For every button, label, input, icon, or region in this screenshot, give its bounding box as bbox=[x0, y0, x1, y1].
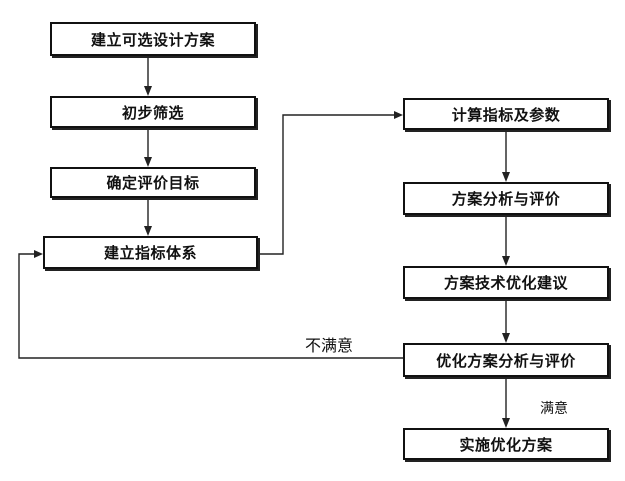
edge-n8-n4 bbox=[18, 253, 403, 359]
node-preliminary-screening: 初步筛选 bbox=[50, 96, 256, 128]
arrowhead-n5-n6 bbox=[502, 172, 510, 182]
edge-label-unsatisfied: 不满意 bbox=[305, 336, 354, 355]
node-calc-indicators: 计算指标及参数 bbox=[403, 98, 609, 130]
arrowhead-n3-n4 bbox=[144, 226, 152, 236]
node-build-design-options: 建立可选设计方案 bbox=[50, 22, 256, 56]
node-implement-optimized: 实施优化方案 bbox=[403, 428, 609, 460]
arrowhead-n6-n7 bbox=[502, 256, 510, 266]
node-define-evaluation-goal: 确定评价目标 bbox=[50, 167, 256, 198]
arrowhead-n2-n3 bbox=[144, 157, 152, 167]
arrowhead-n1-n2 bbox=[144, 86, 152, 96]
arrowhead-n8-n4 bbox=[34, 250, 43, 258]
arrowhead-n7-n8 bbox=[502, 333, 510, 343]
node-optimized-analysis: 优化方案分析与评价 bbox=[403, 343, 609, 377]
edge-n4-n5 bbox=[258, 114, 396, 255]
node-scheme-analysis: 方案分析与评价 bbox=[403, 182, 609, 215]
node-tech-optimization: 方案技术优化建议 bbox=[403, 266, 609, 299]
node-build-indicator-system: 建立指标体系 bbox=[43, 236, 258, 269]
edge-label-satisfied: 满意 bbox=[540, 401, 568, 417]
arrowhead-n4-n5 bbox=[394, 111, 403, 119]
arrowhead-n8-n9 bbox=[502, 418, 510, 428]
